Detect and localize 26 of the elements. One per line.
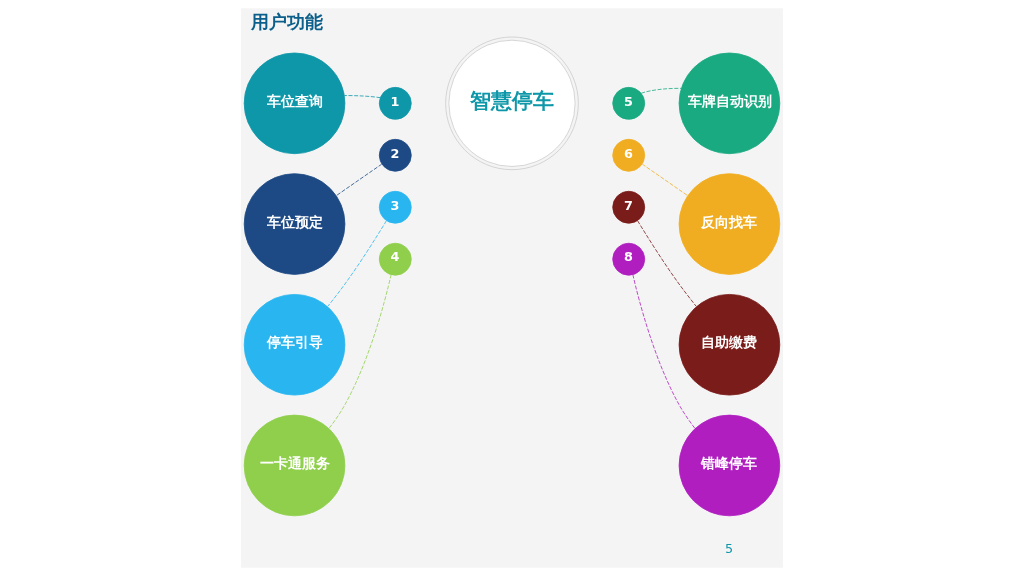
node-circle: 8 bbox=[612, 242, 646, 276]
connector bbox=[328, 274, 392, 429]
node-circle: 车位查询 bbox=[243, 52, 346, 155]
connector bbox=[637, 220, 697, 307]
node-circle: 2 bbox=[378, 138, 412, 172]
label: 5 bbox=[725, 541, 734, 557]
connector bbox=[327, 220, 387, 307]
node-circle: 一卡通服务 bbox=[243, 414, 346, 517]
connector bbox=[640, 87, 682, 94]
node-circle: 6 bbox=[612, 138, 646, 172]
diagram-title: 用户功能 bbox=[250, 11, 323, 32]
node-circle: 反向找车 bbox=[678, 173, 781, 275]
node-circle: 错峰停车 bbox=[678, 414, 781, 517]
connector bbox=[641, 163, 689, 196]
connector bbox=[632, 274, 696, 429]
node-circle: 停车引导 bbox=[243, 294, 346, 396]
node-circle: 车牌自动识别 bbox=[678, 52, 781, 155]
node-circle: 7 bbox=[612, 190, 646, 224]
connector bbox=[343, 95, 381, 99]
connector bbox=[335, 163, 383, 197]
node-circle: 3 bbox=[378, 190, 412, 224]
node-circle: 5 bbox=[612, 86, 646, 120]
node-circle: 1 bbox=[378, 86, 412, 120]
node-circle: 4 bbox=[378, 242, 412, 276]
node-circle: 车位预定 bbox=[243, 173, 346, 275]
node-circle: 自助缴费 bbox=[678, 294, 781, 396]
